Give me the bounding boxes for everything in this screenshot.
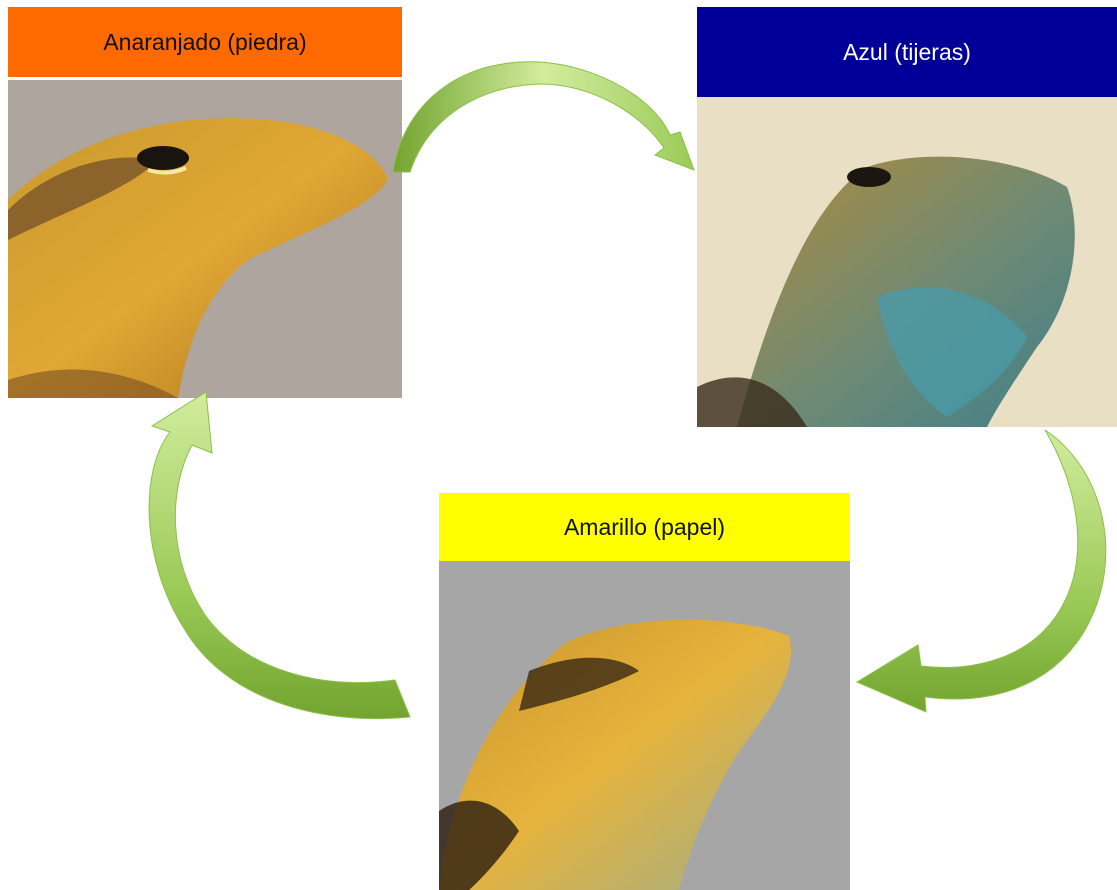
arrow-blue-to-yellow	[857, 430, 1106, 712]
arrow-yellow-to-orange	[149, 392, 410, 719]
arrow-orange-to-blue	[393, 62, 694, 172]
